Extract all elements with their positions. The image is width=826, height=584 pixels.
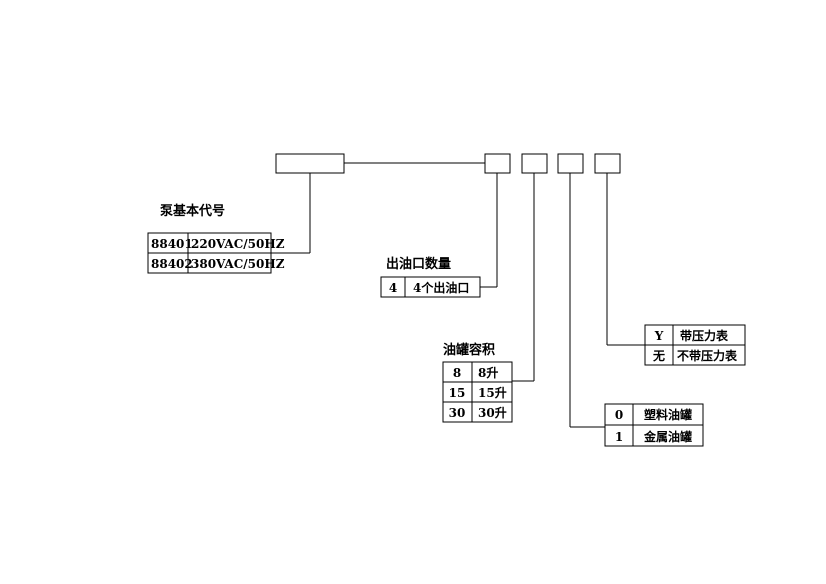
base-row-code: 88401	[151, 237, 193, 251]
tank-material-box	[557, 153, 584, 174]
material-row-code: 1	[615, 430, 623, 444]
outlet-group-title: 出油口数量	[386, 256, 451, 272]
tank-volume-box	[521, 153, 548, 174]
outlet-row-code: 4	[389, 281, 397, 295]
material-table: 0 塑料油罐 1 金属油罐	[604, 403, 704, 447]
base-group-title: 泵基本代号	[160, 203, 225, 219]
gauge-row-code: 无	[652, 349, 665, 363]
outlet-table-frame	[380, 276, 481, 298]
volume-row-label: 30升	[478, 405, 507, 420]
volume-row-code: 30	[449, 406, 466, 420]
gauge-table: Y 带压力表 无 不带压力表	[644, 324, 746, 366]
volume-table: 8 8升 15 15升 30 30升	[442, 361, 513, 423]
base-row-label: 380VAC/50HZ	[191, 257, 285, 271]
base-table: 88401 220VAC/50HZ 88402 380VAC/50HZ	[147, 232, 285, 274]
material-row-code: 0	[615, 408, 623, 422]
outlet-row-label: 4个出油口	[413, 280, 469, 295]
material-row-label: 塑料油罐	[644, 407, 692, 422]
volume-row-code: 15	[449, 386, 466, 400]
gauge-row-label: 不带压力表	[677, 348, 738, 363]
gauge-row-code: Y	[654, 329, 664, 343]
outlet-count-box	[484, 153, 511, 174]
volume-row-label: 15升	[478, 385, 507, 400]
base-code-box	[275, 153, 345, 174]
volume-row-code: 8	[453, 366, 461, 380]
gauge-row-label: 带压力表	[680, 328, 729, 343]
material-row-label: 金属油罐	[643, 429, 692, 444]
volume-group-title: 油罐容积	[443, 342, 495, 358]
base-row-code: 88402	[151, 257, 193, 271]
volume-row-label: 8升	[478, 365, 498, 380]
base-row-label: 220VAC/50HZ	[191, 237, 285, 251]
gauge-box	[594, 153, 621, 174]
outlet-table: 4 4个出油口	[380, 276, 481, 298]
volume-table-frame	[442, 361, 513, 423]
